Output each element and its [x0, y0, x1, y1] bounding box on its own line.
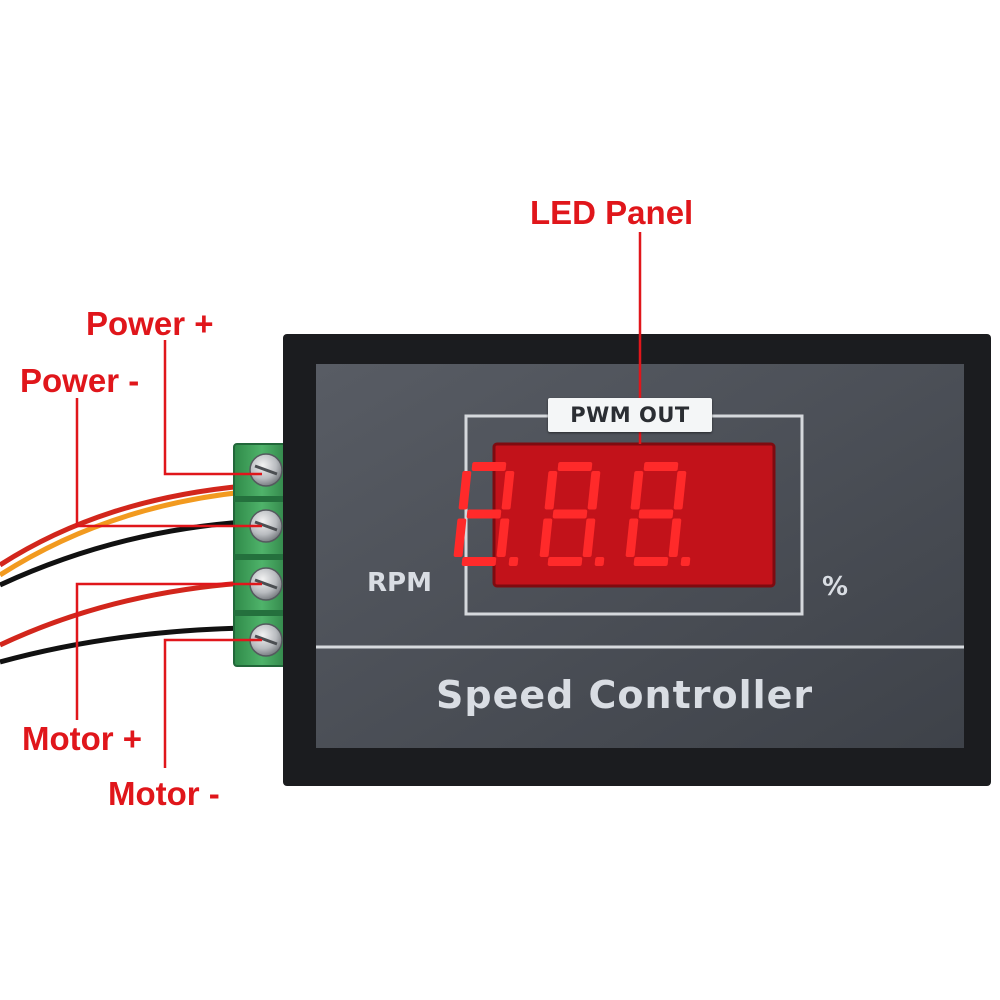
wire-red-power-plus: [0, 483, 245, 568]
rpm-label: RPM: [367, 568, 432, 598]
led-digit-3-segment-g: [638, 509, 674, 519]
led-digits: [453, 462, 691, 566]
led-digit-3-segment-c: [668, 518, 682, 557]
label-motor-plus: Motor +: [22, 720, 143, 757]
led-digit-2-segment-f: [544, 471, 558, 510]
led-digit-3-segment-e: [625, 518, 639, 557]
terminal-block: [233, 443, 291, 667]
panel-title: Speed Controller: [436, 673, 814, 717]
label-motor-minus: Motor -: [108, 775, 220, 812]
led-digit-2-decimal-point: [594, 557, 605, 566]
led-digit-3-segment-d: [633, 557, 669, 566]
led-digit-1-decimal-point: [508, 557, 519, 566]
led-digit-2-segment-a: [557, 462, 593, 471]
pwm-out-badge: PWM OUT: [548, 398, 712, 432]
terminal-screw-power-minus: [249, 509, 283, 543]
led-digit-2-segment-c: [582, 518, 596, 557]
led-digit-1-segment-f: [458, 471, 472, 510]
led-digit-3-segment-f: [630, 471, 644, 510]
led-digit-3-segment-a: [643, 462, 679, 471]
led-digit-2-segment-g: [552, 509, 588, 519]
line-motor-plus: [75, 582, 262, 720]
led-digit-1-segment-e: [453, 518, 467, 557]
led-digit-1-segment-d: [461, 557, 497, 566]
terminal-screw-power-plus: [249, 453, 283, 487]
led-digit-2-segment-e: [539, 518, 553, 557]
led-display: [453, 442, 776, 588]
led-digit-3-segment-b: [673, 471, 687, 510]
led-digit-1-segment-g: [466, 509, 502, 519]
led-digit-2-segment-b: [587, 471, 601, 510]
line-power-plus: [163, 340, 262, 476]
label-led-panel: LED Panel: [530, 194, 694, 231]
led-digit-1-segment-c: [496, 518, 510, 557]
wire-black-motor-minus: [0, 625, 245, 665]
led-digit-2-segment-d: [547, 557, 583, 566]
percent-label: %: [822, 572, 849, 602]
terminal-screw-motor-plus: [249, 567, 283, 601]
terminal-screw-motor-minus: [249, 623, 283, 657]
led-digit-1-segment-a: [471, 462, 507, 471]
led-digit-1-segment-b: [501, 471, 515, 510]
label-power-minus: Power -: [20, 362, 140, 399]
line-power-minus: [75, 398, 262, 528]
label-power-plus: Power +: [86, 305, 214, 342]
line-motor-minus: [163, 638, 262, 768]
wire-orange-power: [0, 489, 245, 578]
wire-red-motor-plus: [0, 580, 245, 648]
led-digit-3-decimal-point: [680, 557, 691, 566]
wires: [0, 483, 245, 665]
